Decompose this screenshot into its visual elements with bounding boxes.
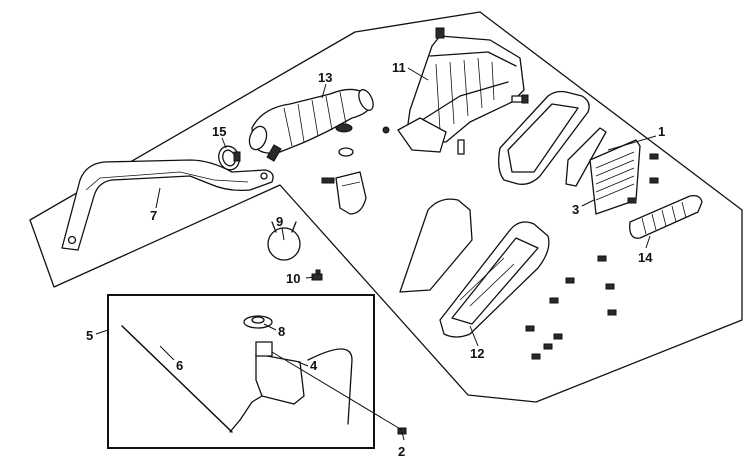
callout-10: 10 [286,271,300,286]
o-ring [338,147,354,157]
callout-1: 1 [658,124,665,139]
part-3-filter-element [589,139,641,215]
cover-gasket [399,198,473,293]
part-14-flex-duct [629,194,703,239]
callout-6: 6 [176,358,183,373]
leader-lines [95,67,657,441]
part-9-hose-clamp [267,221,301,261]
part-4-reservoir [229,341,305,433]
callout-11: 11 [392,60,406,75]
callout-3: 3 [572,202,579,217]
callout-12: 12 [470,346,484,361]
part-11-airbox-housing [382,27,529,155]
callout-5: 5 [86,328,93,343]
part-15-clamp [218,145,241,171]
callout-2: 2 [398,444,405,459]
callout-9: 9 [276,214,283,229]
callout-8: 8 [278,324,285,339]
breather-kit-box [107,294,375,449]
part-6-breather-tube [121,325,353,433]
part-12-airbox-cover [439,221,550,338]
snorkel-fitting [511,94,529,104]
callout-15: 15 [212,124,226,139]
callout-4: 4 [310,358,318,373]
cover-screws [525,153,659,360]
callout-14: 14 [638,250,653,265]
part-7-bracket [61,159,274,251]
assembly-boundary [29,11,743,403]
callout-7: 7 [150,208,157,223]
callout-13: 13 [318,70,332,85]
part-10-screw [311,269,323,281]
bolt-near-boot [321,177,335,184]
rubber-boot [335,171,367,215]
seal-frame [498,90,590,185]
part-13-intake-duct [248,88,374,162]
